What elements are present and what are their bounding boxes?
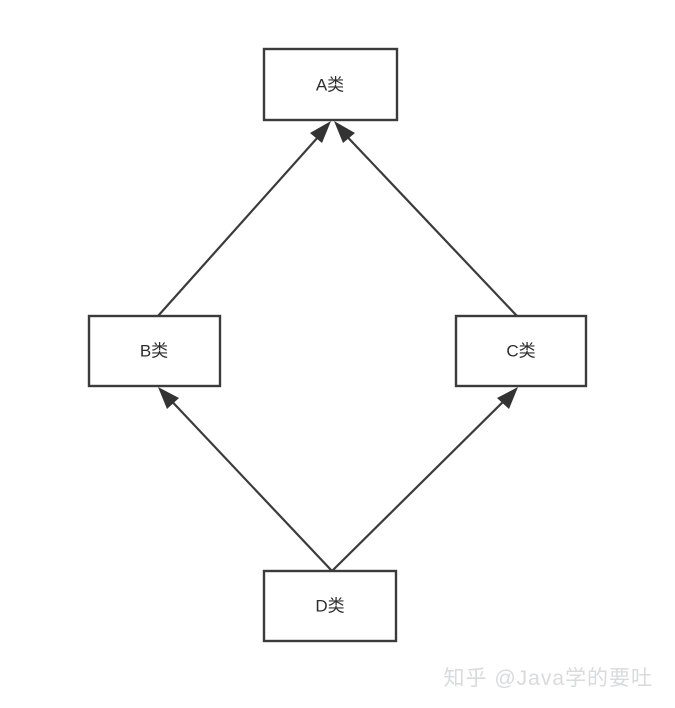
edge-c-to-a-arrowhead [334, 121, 355, 143]
class-node-b[interactable]: B类 [87, 314, 222, 388]
class-node-a[interactable]: A类 [262, 47, 399, 122]
edge-d-to-b-line [163, 392, 333, 572]
class-box-b[interactable] [87, 314, 222, 388]
zhihu-watermark: 知乎 @Java学的要吐 [443, 667, 653, 690]
edge-d-to-b [158, 387, 333, 572]
edge-d-to-c-line [331, 392, 513, 572]
class-label-a: A类 [316, 75, 344, 94]
edge-d-to-c-arrowhead [497, 387, 518, 409]
edge-b-to-a [157, 121, 331, 317]
class-label-b: B类 [140, 341, 168, 360]
class-label-c: C类 [506, 341, 535, 360]
class-node-c[interactable]: C类 [454, 314, 588, 388]
class-box-d[interactable] [262, 569, 398, 643]
edge-d-to-c [331, 387, 518, 572]
class-box-a[interactable] [262, 47, 399, 122]
edge-b-to-a-line [157, 126, 328, 317]
edge-b-to-a-arrowhead [310, 121, 331, 143]
class-label-d: D类 [315, 596, 344, 615]
edge-d-to-b-arrowhead [158, 387, 179, 409]
edge-c-to-a [334, 121, 518, 317]
class-node-d[interactable]: D类 [262, 569, 398, 643]
edge-c-to-a-line [337, 126, 518, 317]
class-box-c[interactable] [454, 314, 588, 388]
